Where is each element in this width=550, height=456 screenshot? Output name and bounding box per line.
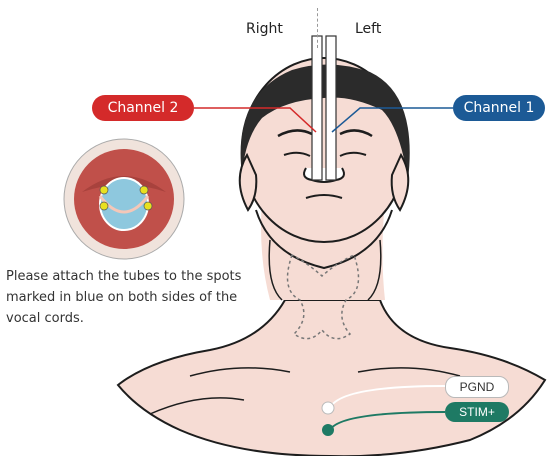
label-left: Left — [355, 21, 381, 37]
midline-divider — [317, 8, 318, 48]
pgnd-badge: PGND — [445, 376, 509, 398]
instruction-text: Please attach the tubes to the spots mar… — [6, 266, 258, 329]
channel-2-badge: Channel 2 — [92, 95, 194, 121]
tube-left — [326, 36, 336, 180]
tube-right — [312, 36, 322, 180]
vocal-cords-icon — [64, 139, 184, 259]
label-right: Right — [246, 21, 283, 37]
stim-electrode — [322, 424, 334, 436]
pgnd-electrode — [322, 402, 334, 414]
stim-badge: STIM+ — [445, 402, 509, 422]
nose — [304, 168, 344, 182]
channel-1-badge: Channel 1 — [453, 95, 545, 121]
